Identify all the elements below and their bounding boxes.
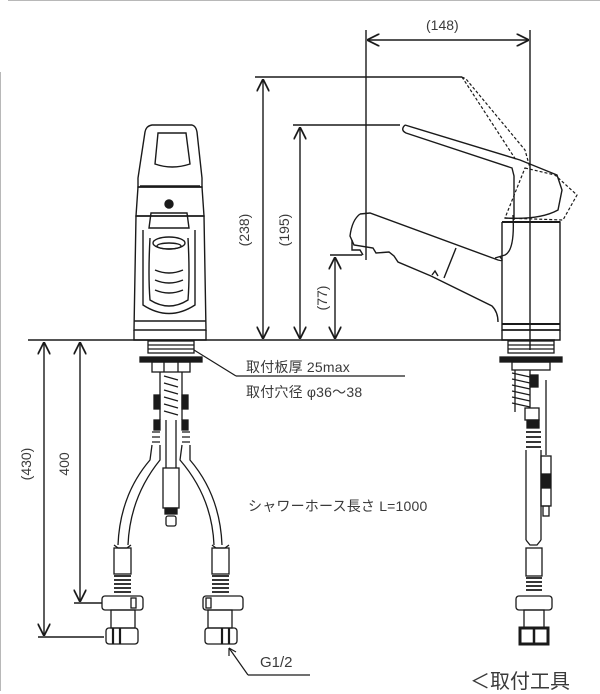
side-view-faucet [349,76,578,341]
dimension-195 [293,124,400,339]
front-view-supply-fittings [101,544,244,645]
dimension-label-148: (148) [426,17,459,33]
dimension-238 [255,76,462,339]
annotation-hole-diameter: 取付穴径 φ36～38 [246,384,363,400]
dimension-430 [38,342,104,638]
side-view-shank [499,340,563,646]
dimension-label-400: 400 [56,452,72,476]
dimension-label-430: (430) [18,447,34,481]
front-view-shank [117,340,223,546]
annotation-plate-thickness: 取付板厚 25max [246,359,350,375]
annotation-shower-hose-length: シャワーホース長さ L=1000 [248,498,428,514]
leader-plate-thickness [193,349,405,377]
frame-border [8,0,600,1]
front-view-faucet [133,124,207,341]
dimension-77 [330,254,362,339]
footer-caption: ＜取付工具 [470,671,570,693]
dimension-148 [365,30,531,350]
dimension-label-238: (238) [236,213,252,247]
dimension-label-77: (77) [314,285,330,311]
dimension-400 [74,342,102,604]
annotation-thread-size: G1/2 [260,654,293,671]
dimension-label-195: (195) [276,213,292,247]
leader-g12 [228,647,310,676]
frame-border [0,72,1,691]
